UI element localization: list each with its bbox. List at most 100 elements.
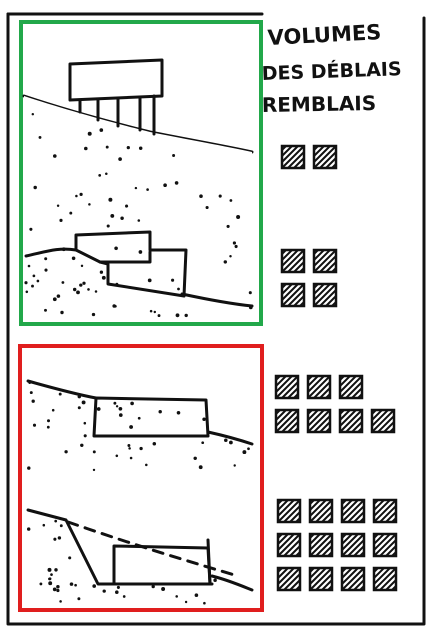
- volume-block-excavated: [310, 568, 332, 590]
- soil-dot: [77, 597, 80, 600]
- volume-block-excavated: [374, 534, 396, 556]
- soil-dot: [139, 146, 142, 149]
- soil-dot: [53, 154, 57, 158]
- soil-dot: [33, 186, 36, 189]
- soil-dot: [229, 255, 231, 257]
- soil-dot: [120, 216, 123, 219]
- soil-dot: [53, 297, 57, 301]
- soil-dot: [103, 589, 106, 592]
- soil-dot: [48, 568, 52, 572]
- soil-dot: [28, 265, 31, 268]
- soil-dot: [84, 434, 87, 437]
- soil-dot: [247, 447, 250, 450]
- soil-dot: [59, 219, 62, 222]
- soil-dot: [138, 417, 141, 420]
- soil-dot: [114, 247, 118, 251]
- soil-dot: [206, 206, 209, 209]
- soil-dot: [119, 407, 123, 411]
- soil-dot: [242, 450, 246, 454]
- soil-dot: [185, 601, 187, 603]
- soil-dot: [213, 578, 217, 582]
- soil-dot: [57, 294, 61, 298]
- soil-dot: [60, 524, 63, 527]
- soil-dot: [130, 457, 133, 460]
- soil-dot: [58, 536, 61, 539]
- soil-dot: [102, 276, 106, 280]
- soil-dot: [139, 250, 143, 254]
- heading-line-volumes: VOLUMES: [267, 20, 382, 50]
- soil-dot: [139, 447, 142, 450]
- soil-dot: [224, 439, 228, 443]
- soil-dot: [229, 441, 233, 445]
- soil-dot: [39, 582, 42, 585]
- soil-dot: [47, 419, 50, 422]
- volume-block-excavated: [342, 500, 364, 522]
- soil-dot: [44, 309, 47, 312]
- soil-dot: [88, 203, 91, 206]
- soil-dot: [119, 413, 123, 417]
- soil-dot: [69, 212, 72, 215]
- soil-dot: [107, 224, 110, 227]
- soil-dot: [148, 279, 152, 283]
- soil-dot: [117, 586, 120, 589]
- soil-dot: [129, 425, 133, 429]
- volume-block-pilotis: [314, 146, 336, 168]
- soil-dot: [172, 154, 175, 157]
- soil-dot: [59, 600, 62, 603]
- soil-dot: [195, 593, 199, 597]
- soil-dot: [80, 444, 83, 447]
- soil-dot: [47, 426, 50, 429]
- soil-dot: [236, 215, 240, 219]
- soil-dot: [33, 275, 36, 278]
- volume-block-stepped: [282, 284, 304, 306]
- scenario-excavated: [27, 510, 252, 604]
- soil-dot: [31, 285, 34, 288]
- soil-dot: [193, 457, 196, 460]
- volume-block-embedded: [276, 376, 298, 398]
- soil-dot: [116, 455, 119, 458]
- soil-dot: [153, 442, 157, 446]
- soil-dot: [176, 313, 180, 317]
- soil-dot: [27, 527, 30, 530]
- soil-dot: [79, 193, 82, 196]
- soil-dot: [154, 311, 156, 313]
- soil-dot: [56, 589, 59, 592]
- soil-dot: [79, 283, 82, 286]
- soil-dot: [115, 590, 119, 594]
- soil-dot: [27, 466, 30, 469]
- soil-dot: [87, 288, 90, 291]
- volume-block-embedded: [340, 376, 362, 398]
- volume-block-excavated: [310, 534, 332, 556]
- soil-dot: [53, 588, 57, 592]
- soil-dot: [57, 204, 59, 206]
- soil-dot: [75, 195, 78, 198]
- soil-dot: [219, 195, 222, 198]
- volume-blocks: [276, 146, 396, 590]
- soil-dot: [56, 585, 59, 588]
- volume-block-embedded: [308, 410, 330, 432]
- soil-dot: [175, 181, 179, 185]
- soil-dot: [82, 400, 86, 404]
- soil-dot: [43, 524, 46, 527]
- soil-fill-4: [28, 510, 252, 604]
- soil-dot: [93, 450, 96, 453]
- soil-dot: [177, 411, 181, 415]
- volume-block-stepped: [282, 250, 304, 272]
- scenario-embedded: [27, 381, 252, 471]
- soil-dot: [203, 602, 206, 605]
- soil-dot: [74, 584, 77, 587]
- soil-dot: [100, 271, 103, 274]
- volume-block-pilotis: [282, 146, 304, 168]
- soil-dot: [163, 183, 167, 187]
- soil-dot: [105, 172, 108, 175]
- soil-dot: [88, 132, 92, 136]
- soil-dot: [76, 290, 80, 294]
- soil-dot: [145, 464, 148, 467]
- building-pilotis: [70, 60, 162, 100]
- soil-dot: [135, 187, 137, 189]
- soil-dot: [93, 469, 95, 471]
- heading-line-remblais: REMBLAIS: [262, 91, 377, 117]
- soil-dot: [33, 424, 36, 427]
- soil-dot: [84, 422, 87, 425]
